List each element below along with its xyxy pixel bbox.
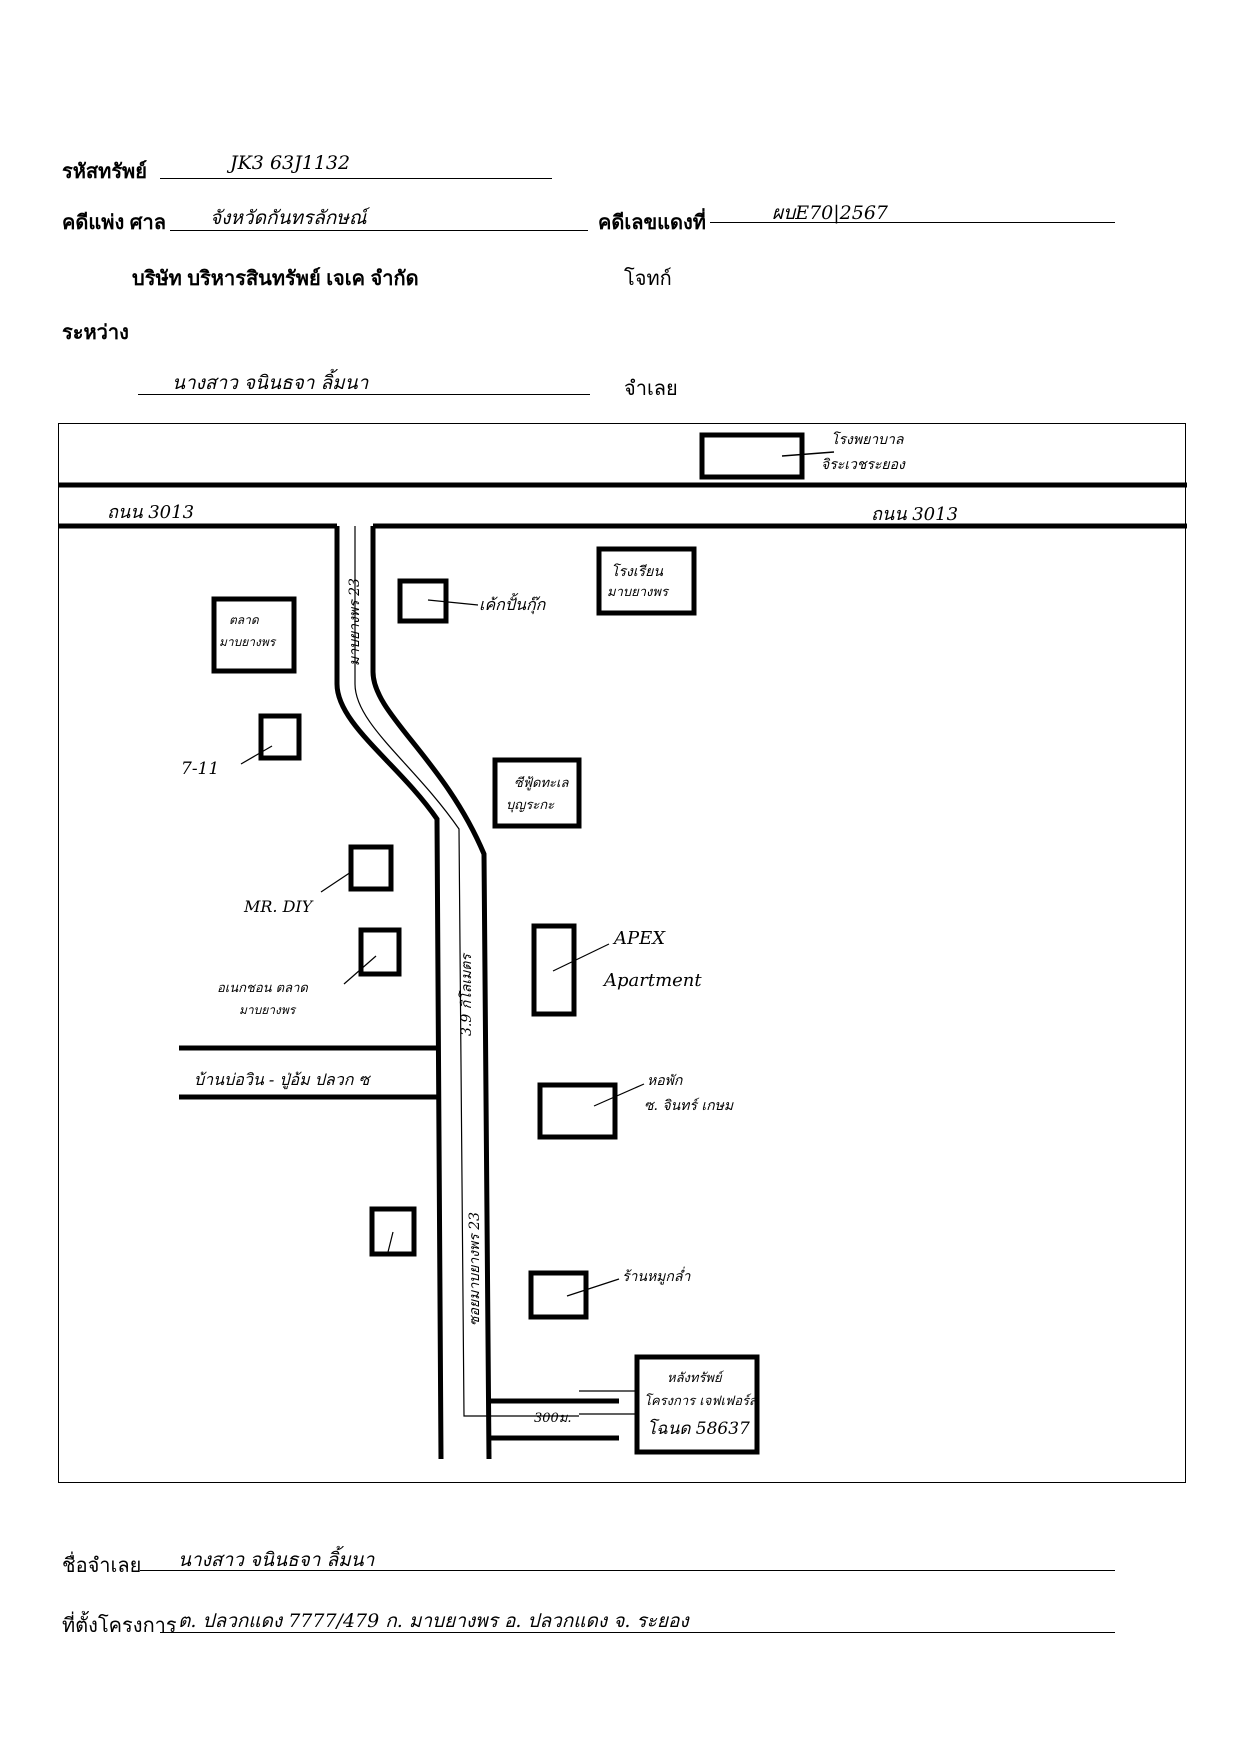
soi-label-mid: 3.9 กิโลเมตร (458, 953, 475, 1036)
apex-building (531, 923, 577, 1017)
soi-centerline (354, 526, 579, 1417)
location-map: ถนน 3013 ถนน 3013 โรงพยาบาล จิระเวชระยอง… (58, 423, 1187, 1483)
road-label-right: ถนน 3013 (871, 504, 958, 525)
tiny-shop-building (528, 1270, 589, 1320)
asset-code-value: JK3 63J1132 (230, 152, 351, 174)
seafood-building (492, 757, 582, 829)
soi-label-lower: ซอยมาบยางพร 23 (467, 1212, 483, 1326)
defendant-line (138, 394, 590, 395)
distance-label: 300ม. (534, 1411, 572, 1426)
defendant-label: จำเลย (624, 378, 678, 400)
civil-court-label: คดีแพ่ง ศาล (62, 212, 166, 234)
seven-eleven-building (258, 713, 302, 761)
cake-shop-building (397, 578, 449, 624)
hospital-label-1: โรงพยาบาล (831, 431, 905, 448)
civil-court-line (170, 230, 588, 231)
red-case-line (710, 222, 1115, 223)
map-drawing: ถนน 3013 ถนน 3013 โรงพยาบาล จิระเวชระยอง… (59, 431, 1187, 1460)
red-case-value: ผบE70|2567 (772, 202, 888, 224)
hospital-building (699, 432, 805, 480)
school-label-2: มาบยางพร (607, 585, 670, 600)
between-label: ระหว่าง (62, 322, 129, 344)
defendant-value: นางสาว จนินธจา ลิ้มนา (172, 372, 369, 394)
project-location-label: ที่ตั้งโครงการ (62, 1615, 177, 1637)
project-label-1: หลังทรัพย์ (667, 1370, 725, 1386)
market-label-1: ตลาด (229, 613, 260, 627)
seafood-label-1: ซีฟู้ดทะเล (514, 775, 569, 791)
defendant-name-value: นางสาว จนินธจา ลิ้มนา (178, 1549, 375, 1571)
red-case-label: คดีเลขแดงที่ (598, 212, 706, 234)
unlabeled-building (369, 1206, 417, 1257)
project-label-3: โฉนด 58637 (647, 1418, 750, 1439)
plaintiff-name: บริษัท บริหารสินทรัพย์ เจเค จำกัด (132, 268, 419, 290)
asset-code-line (160, 178, 552, 179)
market-label-2: มาบยางพร (219, 635, 277, 649)
mrdiy-label: MR. DIY (243, 897, 314, 916)
road-label-left: ถนน 3013 (107, 502, 194, 523)
defendant-name-line (140, 1570, 1115, 1571)
soi-label-upper: มาบยางพร 23 (347, 578, 363, 666)
cake-shop-label: เค้กปั้นกุ๊ก (479, 593, 547, 615)
market-building (211, 596, 297, 674)
asset-code-label: รหัสทรัพย์ (62, 161, 147, 183)
tiny-shop-label: ร้านหมูกล่ำ (622, 1266, 691, 1285)
civil-court-value: จังหวัดกันทรลักษณ์ (210, 207, 367, 229)
project-location-value: ต. ปลวกแดง 7777/479 ก. มาบยางพร อ. ปลวกแ… (178, 1610, 689, 1632)
apex-label-2: Apartment (602, 970, 702, 991)
mrdiy-building (348, 844, 394, 892)
project-label-2: โครงการ เจฟเฟอร์ส (644, 1393, 759, 1409)
express-market-label-1: อเนกชอน ตลาด (217, 981, 308, 996)
seafood-label-2: บุญระกะ (506, 798, 555, 813)
plaintiff-label: โจทก์ (624, 268, 672, 290)
school-label-1: โรงเรียน (611, 563, 663, 580)
hospital-label-2: จิระเวชระยอง (821, 457, 906, 473)
dorm-building (537, 1082, 618, 1140)
dorm-label-2: ซ. จินทร์ เกษม (644, 1097, 734, 1114)
express-market-building (358, 927, 402, 977)
school-building (596, 546, 697, 616)
express-market-label-2: มาบยางพร (239, 1003, 297, 1017)
project-building (634, 1354, 760, 1455)
seven-eleven-label: 7-11 (181, 759, 219, 779)
defendant-name-label: ชื่อจำเลย (62, 1555, 142, 1577)
soi-left-edge (334, 526, 444, 1460)
apex-label-1: APEX (612, 928, 666, 949)
side-road-label: บ้านบ่อวิน - ปู่อ้ม ปลวก ซ (194, 1070, 371, 1090)
soi-right-edge (370, 526, 492, 1460)
project-location-line (160, 1632, 1115, 1633)
dorm-label-1: หอพัก (647, 1073, 684, 1089)
